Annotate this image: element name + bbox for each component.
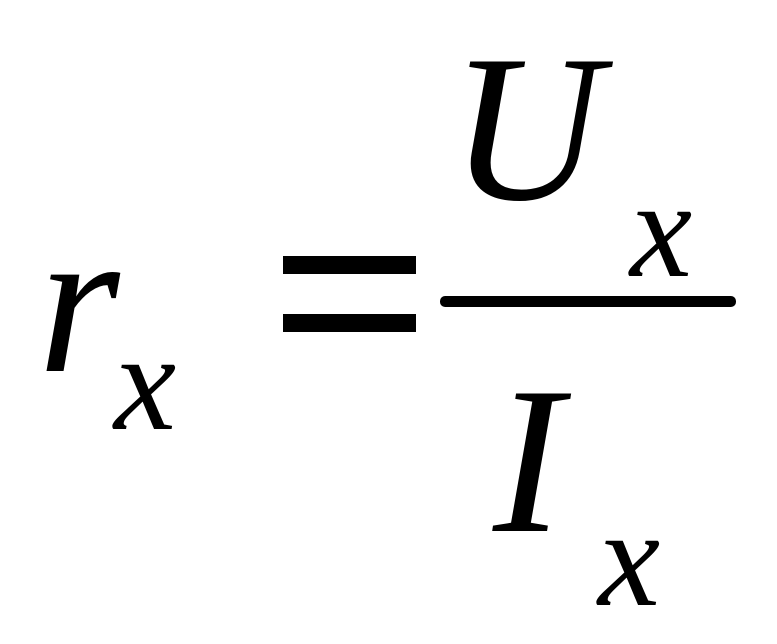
equals-sign-bottom-bar bbox=[283, 314, 416, 332]
numerator-variable: U bbox=[450, 13, 602, 245]
lhs-variable: r bbox=[38, 185, 120, 417]
equals-sign-top-bar bbox=[283, 256, 416, 274]
lhs-subscript: x bbox=[114, 305, 177, 460]
fraction-bar bbox=[440, 296, 736, 307]
numerator-subscript: x bbox=[630, 152, 693, 307]
denominator-subscript: x bbox=[598, 481, 661, 636]
denominator-variable: I bbox=[493, 345, 563, 577]
